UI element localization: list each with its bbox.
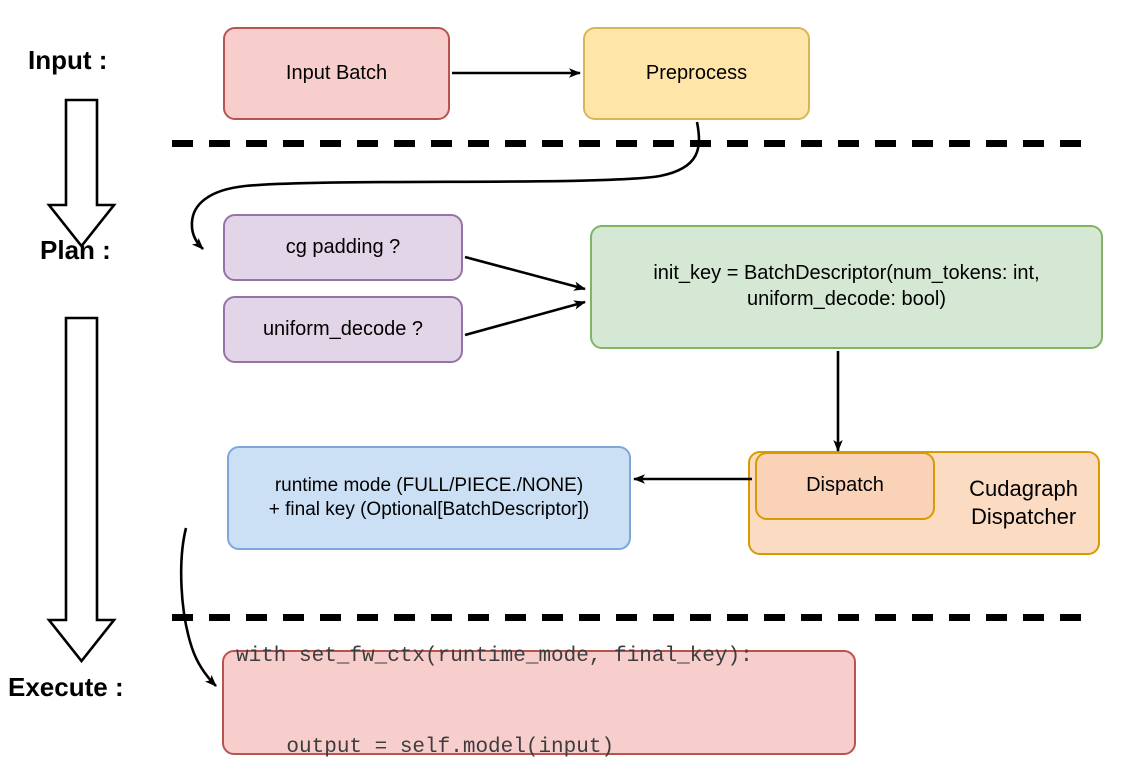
node-preprocess[interactable]: Preprocess bbox=[583, 27, 810, 120]
node-init-key-line1: init_key = BatchDescriptor(num_tokens: i… bbox=[653, 262, 1040, 285]
node-input-batch[interactable]: Input Batch bbox=[223, 27, 450, 120]
node-dispatch-label: Dispatch bbox=[806, 474, 884, 497]
node-input-batch-label: Input Batch bbox=[285, 61, 388, 84]
node-code-block[interactable]: with set_fw_ctx(runtime_mode, final_key)… bbox=[222, 645, 856, 759]
code-line-1: with set_fw_ctx(runtime_mode, final_key)… bbox=[236, 644, 753, 668]
node-runtime-mode[interactable]: runtime mode (FULL/PIECE./NONE) + final … bbox=[227, 446, 631, 550]
code-line-2: output = self.model(input) bbox=[236, 735, 615, 759]
node-cudagraph-dispatcher-line2: Dispatcher bbox=[970, 504, 1077, 529]
node-preprocess-label: Preprocess bbox=[645, 61, 748, 84]
stage-label-execute: Execute : bbox=[8, 672, 124, 702]
node-dispatch[interactable]: Dispatch bbox=[755, 452, 935, 520]
node-runtime-mode-line2: + final key (Optional[BatchDescriptor]) bbox=[268, 499, 590, 520]
stage-label-input: Input : bbox=[28, 45, 108, 75]
node-cudagraph-dispatcher-line1: Cudagraph bbox=[969, 475, 1078, 501]
node-runtime-mode-line1: runtime mode (FULL/PIECE./NONE) bbox=[274, 474, 584, 496]
node-uniform-decode[interactable]: uniform_decode ? bbox=[223, 296, 463, 363]
node-init-key-line2: uniform_decode: bool) bbox=[746, 288, 946, 310]
node-uniform-decode-label: uniform_decode ? bbox=[262, 317, 424, 340]
